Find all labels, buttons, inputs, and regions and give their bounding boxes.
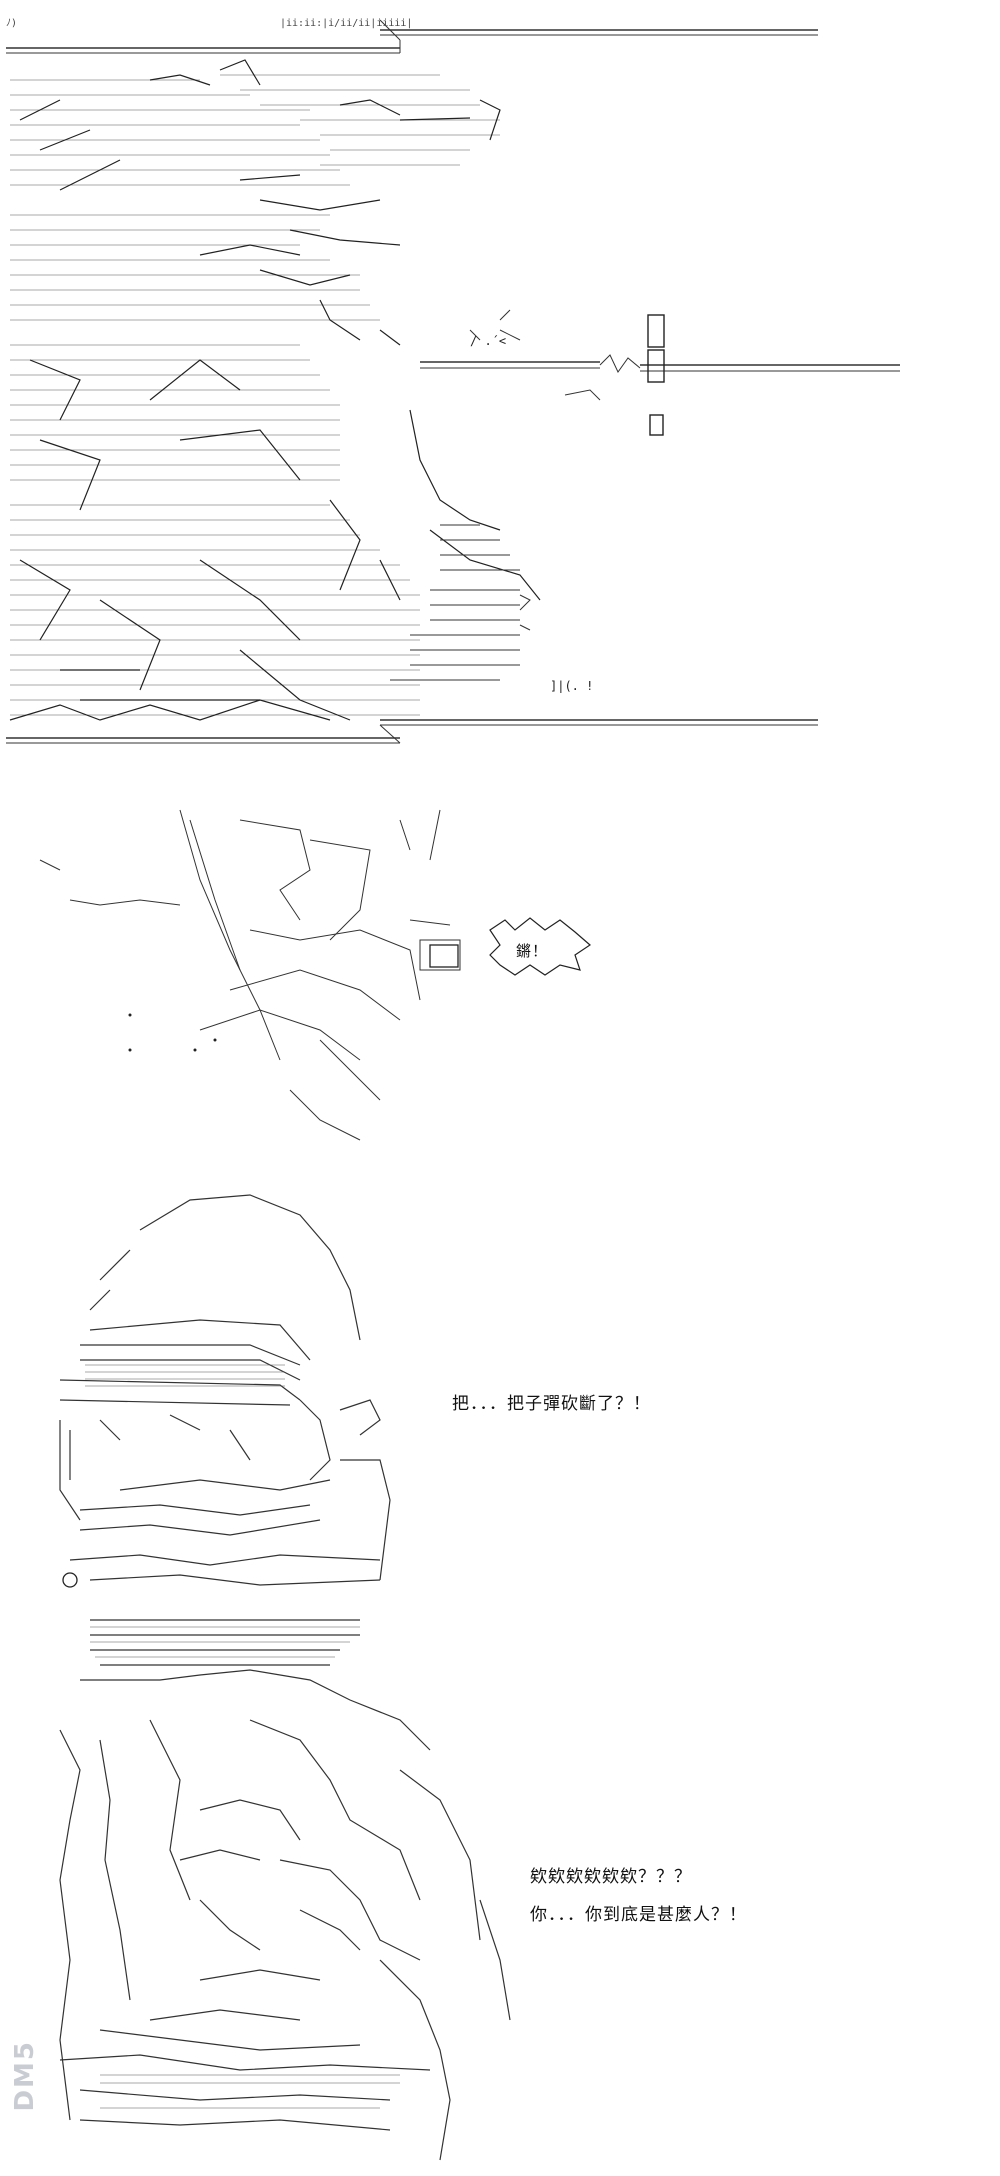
svg-text:|ii:ii:|i/ii/ii|iiiii|: |ii:ii:|i/ii/ii|iiiii| — [280, 18, 412, 29]
ascii-art-helmet-figure — [59, 1194, 391, 1588]
svg-text:]|(. !: ]|(. ! — [550, 679, 593, 693]
ascii-art-shocked-figure — [59, 1619, 511, 2161]
panel-helmet-figure: 把．．．把子彈砍斷了？！ — [0, 1160, 1000, 1600]
speech-eh-eh: 欸欸欸欸欸欸？？？ — [530, 1867, 692, 1887]
speech-who-are-you: 你．．．你到底是甚麼人？！ — [530, 1905, 747, 1925]
ascii-art-slash-figure — [39, 809, 591, 1141]
sfx-clang: 鏘！ — [516, 942, 549, 960]
svg-text:ﾉ): ﾉ) — [6, 18, 17, 29]
panel-shocked-figure: 欸欸欸欸欸欸？？？ 你．．．你到底是甚麼人？！ — [0, 1600, 1000, 2176]
site-watermark-logo: DM5 — [10, 2040, 40, 2112]
ascii-art-warrior-figure: |ii:ii:|i/ii/ii|iiiii| ﾉ) — [6, 18, 900, 744]
panel-slash-impact: 鏘！ — [0, 760, 1000, 1160]
panel-ascii-warrior: |ii:ii:|i/ii/ii|iiiii| ﾉ) — [0, 0, 1000, 760]
speech-cut-the-bullet: 把．．．把子彈砍斷了？！ — [452, 1394, 651, 1414]
svg-text:/ .´<: / .´< — [470, 334, 506, 348]
